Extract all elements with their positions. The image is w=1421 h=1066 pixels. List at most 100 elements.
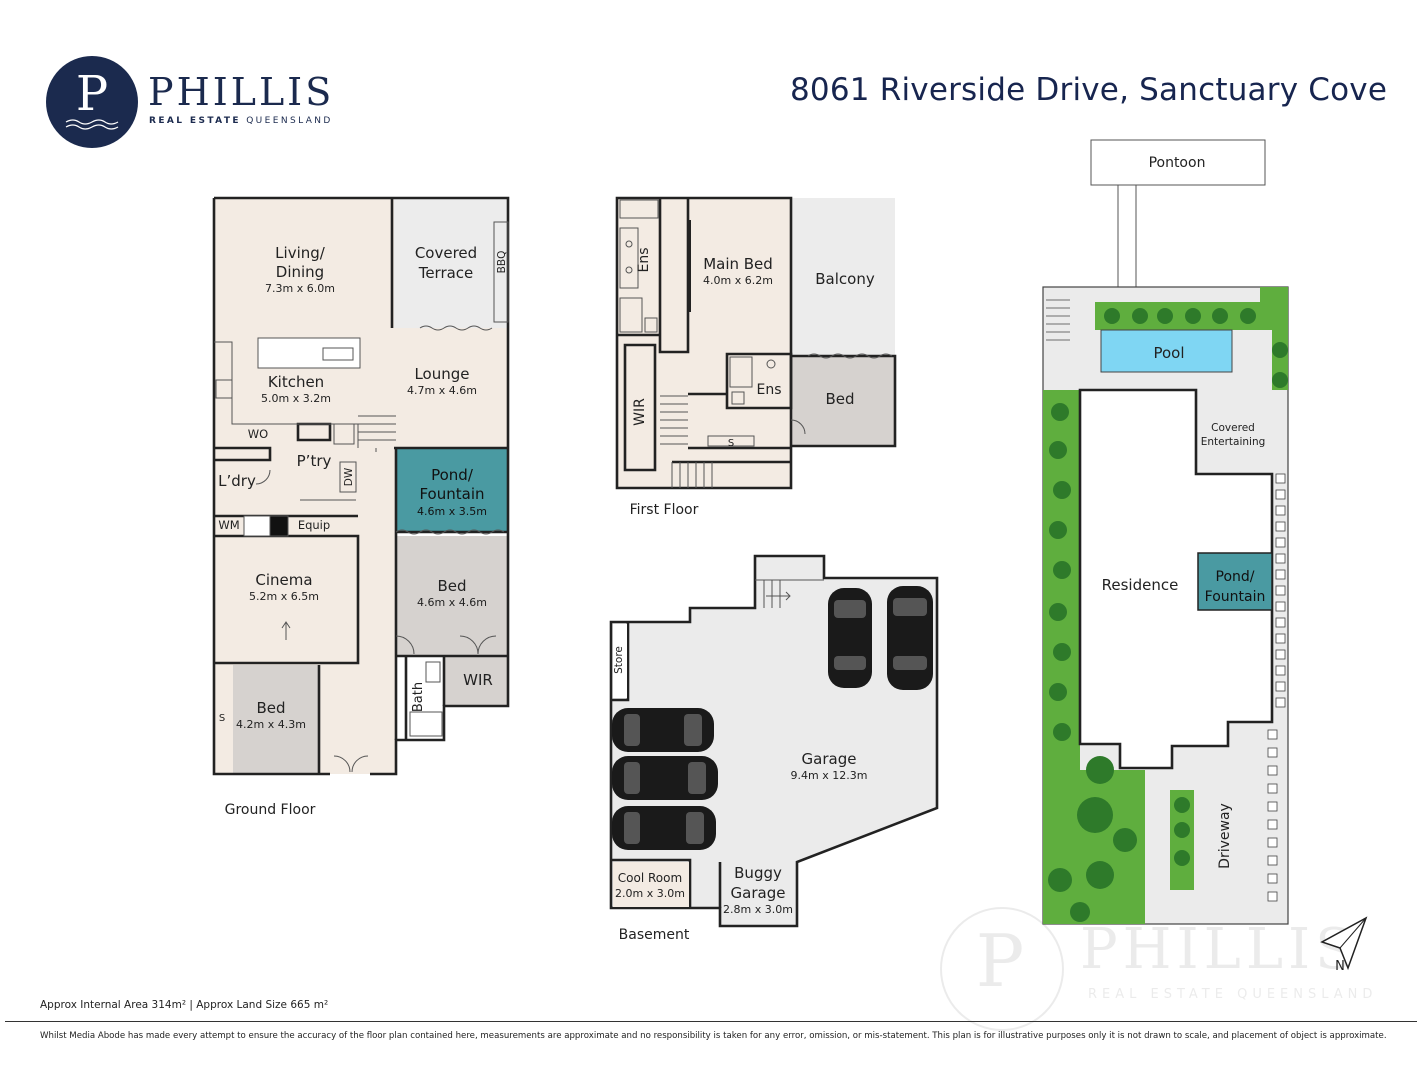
brand-sub-bold: REAL ESTATE xyxy=(149,116,241,126)
gf-pond-label-1: Pond/ xyxy=(431,466,474,484)
gf-fixtures xyxy=(214,221,509,773)
site-pond xyxy=(1197,552,1273,611)
gf-terrace-label-2: Terrace xyxy=(418,264,474,282)
ff-main-bed-label: Main Bed xyxy=(703,255,773,273)
site-labels: Pontoon Pool Covered Entertaining Reside… xyxy=(1102,155,1345,974)
car-icon xyxy=(612,708,714,752)
gf-labels: Living/ Dining 7.3m x 6.0m Covered Terra… xyxy=(218,244,508,818)
footer-divider xyxy=(5,1021,1417,1022)
basement-cars xyxy=(612,586,933,850)
basement-garage-dims: 9.4m x 12.3m xyxy=(791,769,868,782)
basement-stairs xyxy=(755,579,824,608)
site-covered-label-1: Covered xyxy=(1211,422,1255,434)
gf-wir-label: WIR xyxy=(463,671,493,689)
site-covered-label-2: Entertaining xyxy=(1201,436,1266,448)
compass-north-label: N xyxy=(1335,959,1345,974)
gf-living-dims: 7.3m x 6.0m xyxy=(265,282,335,295)
ground-floor-plan: Living/ Dining 7.3m x 6.0m Covered Terra… xyxy=(212,196,510,818)
brand-name: PHILLIS xyxy=(148,70,335,114)
basement-buggy-label-1: Buggy xyxy=(734,864,782,882)
gf-equip-label: Equip xyxy=(298,518,330,532)
site-steps xyxy=(1046,299,1070,341)
site-pond-label-1: Pond/ xyxy=(1216,569,1255,585)
basement-coolroom-label: Cool Room xyxy=(618,871,682,885)
site-plan: Pontoon Pool Covered Entertaining Reside… xyxy=(1042,139,1368,974)
ff-fixtures xyxy=(619,199,893,488)
ff-ens2-label: Ens xyxy=(756,382,781,398)
basement-coolroom-dims: 2.0m x 3.0m xyxy=(615,887,685,900)
watermark-sub-rest: QUEENSLAND xyxy=(1237,987,1378,1002)
car-icon xyxy=(612,756,718,800)
basement-coolroom-fill xyxy=(613,862,689,907)
basement-plan: Store Garage 9.4m x 12.3m Cool Room 2.0m… xyxy=(609,554,939,943)
site-pool xyxy=(1100,329,1233,373)
gf-pond-label-2: Fountain xyxy=(419,485,484,503)
site-pontoon-label: Pontoon xyxy=(1149,155,1206,171)
site-shrubs xyxy=(1048,308,1288,922)
site-driveway-label: Driveway xyxy=(1217,803,1233,869)
ff-ens1-label: Ens xyxy=(636,247,652,272)
gf-cinema-dims: 5.2m x 6.5m xyxy=(249,590,319,603)
disclaimer: Whilst Media Abode has made every attemp… xyxy=(40,1031,1387,1041)
ff-balcony-fill xyxy=(791,198,895,356)
brand-subtitle: REAL ESTATE QUEENSLAND xyxy=(149,116,333,126)
gf-lounge-label: Lounge xyxy=(414,365,469,383)
ff-bed-fill xyxy=(791,356,895,446)
gf-terrace-fill xyxy=(394,198,508,328)
gf-living-label-1: Living/ xyxy=(275,244,326,262)
site-residence-label: Residence xyxy=(1102,576,1179,594)
site-gangway xyxy=(1117,185,1137,287)
watermark-subtitle: REAL ESTATE QUEENSLAND xyxy=(1088,987,1377,1002)
ff-main-bed-dims: 4.0m x 6.2m xyxy=(703,274,773,287)
gf-bed1-fill xyxy=(396,536,508,656)
basement-labels: Store Garage 9.4m x 12.3m Cool Room 2.0m… xyxy=(613,646,867,943)
compass-icon xyxy=(1320,916,1368,971)
first-floor-plan: Ens Main Bed 4.0m x 6.2m Balcony Ens Bed… xyxy=(615,196,897,518)
basement-garage-label: Garage xyxy=(802,750,857,768)
property-address: 8061 Riverside Drive, Sanctuary Cove xyxy=(790,72,1388,108)
area-summary: Approx Internal Area 314m² | Approx Land… xyxy=(40,999,329,1011)
ff-walls xyxy=(615,196,897,490)
site-pontoon xyxy=(1090,139,1266,186)
gf-kitchen-dims: 5.0m x 3.2m xyxy=(261,392,331,405)
ground-floor-title: Ground Floor xyxy=(225,802,316,818)
watermark-initial: P xyxy=(975,919,1025,1003)
logo-initial: P xyxy=(75,66,109,122)
first-floor-title: First Floor xyxy=(630,502,699,518)
site-pond-label-2: Fountain xyxy=(1205,589,1266,605)
basement-store-fill xyxy=(613,624,627,698)
gf-bed2-dims: 4.2m x 4.3m xyxy=(236,718,306,731)
gf-wo-label: WO xyxy=(248,427,268,441)
logo-circle xyxy=(48,58,136,146)
watermark-circle xyxy=(940,907,1064,1031)
basement-buggy-dims: 2.8m x 3.0m xyxy=(723,903,793,916)
watermark-logo: P PHILLIS REAL ESTATE QUEENSLAND xyxy=(940,905,1380,1035)
basement-title: Basement xyxy=(619,927,690,943)
gf-pond-fill xyxy=(396,448,508,532)
gf-pantry-label: P’try xyxy=(297,452,332,470)
gf-bath-label: Bath xyxy=(411,682,426,712)
car-icon xyxy=(828,588,872,688)
car-icon xyxy=(612,806,716,850)
ff-s-label: S xyxy=(728,438,734,449)
ff-wir-label: WIR xyxy=(632,398,648,426)
site-pool-label: Pool xyxy=(1153,344,1184,362)
brand-logo: P PHILLIS REAL ESTATE QUEENSLAND xyxy=(48,58,348,150)
logo-waves-icon xyxy=(65,119,119,130)
gf-bed2-fill xyxy=(233,665,319,774)
watermark-sub-bold: REAL ESTATE xyxy=(1088,987,1228,1002)
gf-kitchen-label: Kitchen xyxy=(268,373,324,391)
gf-dw-label: DW xyxy=(343,467,355,486)
gf-wir-fill xyxy=(444,656,508,706)
gf-laundry-label: L’dry xyxy=(218,472,256,490)
watermark-name: PHILLIS xyxy=(1080,917,1359,982)
ff-floor xyxy=(617,198,791,488)
ff-balcony-label: Balcony xyxy=(815,270,875,288)
ff-labels: Ens Main Bed 4.0m x 6.2m Balcony Ens Bed… xyxy=(630,247,875,518)
gf-lounge-dims: 4.7m x 4.6m xyxy=(407,384,477,397)
gf-cinema-label: Cinema xyxy=(255,571,312,589)
site-residence xyxy=(1078,388,1274,770)
gf-s-label: S xyxy=(219,713,225,724)
basement-buggy-label-2: Garage xyxy=(731,884,786,902)
